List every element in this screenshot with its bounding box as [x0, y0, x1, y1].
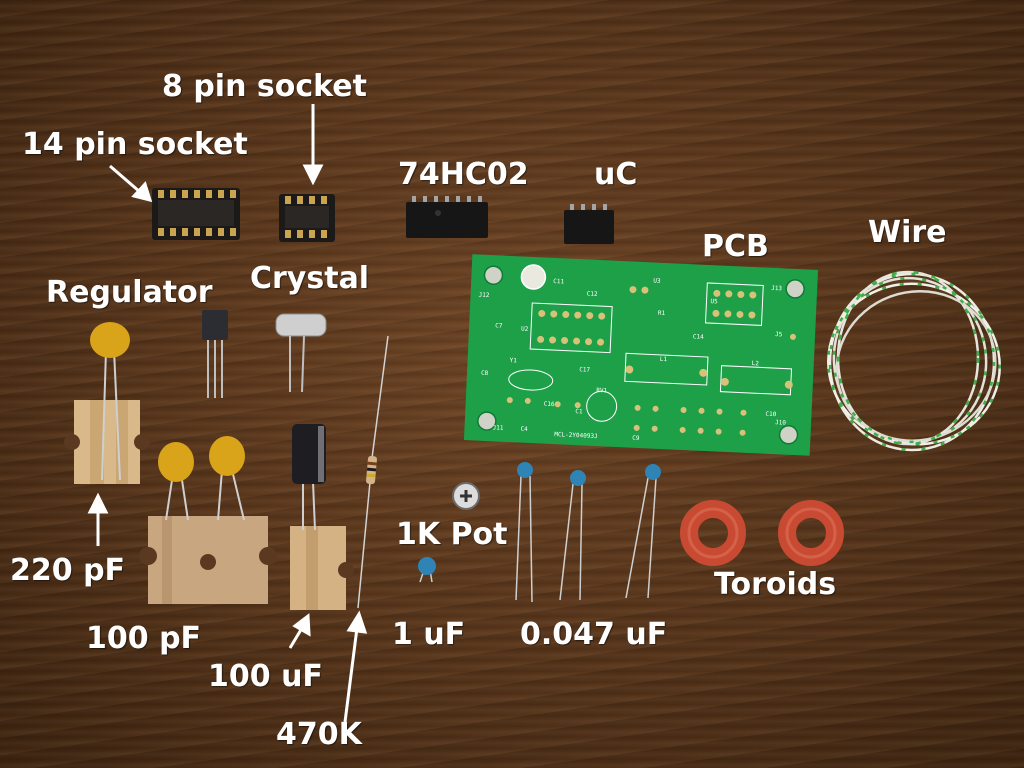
crystal-oscillator [275, 313, 327, 393]
fourteen-pin-socket [152, 188, 240, 240]
capacitor-100uf [290, 424, 354, 610]
microcontroller-chip [564, 204, 614, 244]
pcb-ref-u2: U2 [521, 326, 529, 333]
pcb-ref-c8: C8 [481, 370, 489, 377]
label-470k: 470K [276, 717, 362, 752]
pcb-ref-j10: J10 [775, 419, 787, 427]
label-toroids: Toroids [714, 567, 837, 602]
pcb-ref-r1: R1 [658, 310, 666, 317]
eight-pin-socket [279, 194, 335, 242]
pcb-ref-j11: J11 [492, 424, 504, 432]
toroids [680, 500, 844, 566]
ic-74hc02 [406, 196, 488, 238]
pcb-ref-j5: J5 [775, 331, 783, 338]
label-1k-pot: 1K Pot [396, 517, 508, 552]
label-74hc02: 74HC02 [398, 157, 529, 192]
pcb-ref-c17: C17 [579, 366, 591, 374]
pcb-ref-c7: C7 [495, 322, 503, 329]
label-8-pin-socket: 8 pin socket [162, 69, 367, 104]
label-100uf: 100 uF [208, 659, 323, 694]
pcb-ref-j12: J12 [478, 292, 490, 300]
pcb-ref-rv1: RV1 [596, 387, 608, 395]
pcb-ref-l2: L2 [752, 360, 760, 367]
pcb-ref-y1: Y1 [509, 357, 517, 364]
capacitor-0047uf [515, 462, 661, 603]
label-uc: uC [594, 157, 638, 192]
potentiometer-1k [452, 482, 480, 510]
wire-coil [827, 270, 1001, 452]
label-wire: Wire [868, 215, 947, 250]
resistor-470k [357, 335, 389, 609]
label-14-pin-socket: 14 pin socket [22, 127, 248, 162]
label-crystal: Crystal [250, 261, 370, 296]
pcb-ref-j13: J13 [771, 285, 783, 293]
capacitor-220pf [64, 322, 150, 484]
voltage-regulator [202, 310, 228, 398]
label-100pf: 100 pF [86, 621, 202, 656]
pcb-ref-c14: C14 [693, 333, 705, 341]
label-regulator: Regulator [46, 275, 213, 310]
label-pcb: PCB [702, 229, 769, 264]
pcb-ref-c12: C12 [587, 290, 599, 298]
pcb-ref-u3: U3 [653, 277, 661, 284]
pcb-ref-l1: L1 [660, 356, 668, 363]
pcb-ref-u5: U5 [710, 298, 718, 305]
label-220pf: 220 pF [10, 553, 126, 588]
pcb-ref-c4: C4 [520, 426, 528, 433]
capacitor-1uf [418, 557, 436, 583]
pcb-ref-c16: C16 [544, 401, 556, 409]
label-1uf: 1 uF [392, 617, 466, 652]
pcb-ref-c11: C11 [553, 278, 565, 286]
pcb-ref-c10: C10 [765, 411, 777, 419]
label-0047uf: 0.047 uF [520, 617, 668, 652]
capacitor-100pf [139, 436, 277, 604]
pcb-ref-c1: C1 [575, 408, 583, 415]
pcb-board: C11 U3 J13 C12 J12 R1 U5 U2 C7 C14 J5 L1… [463, 254, 819, 456]
pcb-ref-c9: C9 [632, 435, 640, 442]
annotation-arrows [87, 104, 368, 723]
pcb-serial: MCL-2Y04093J [554, 431, 598, 440]
